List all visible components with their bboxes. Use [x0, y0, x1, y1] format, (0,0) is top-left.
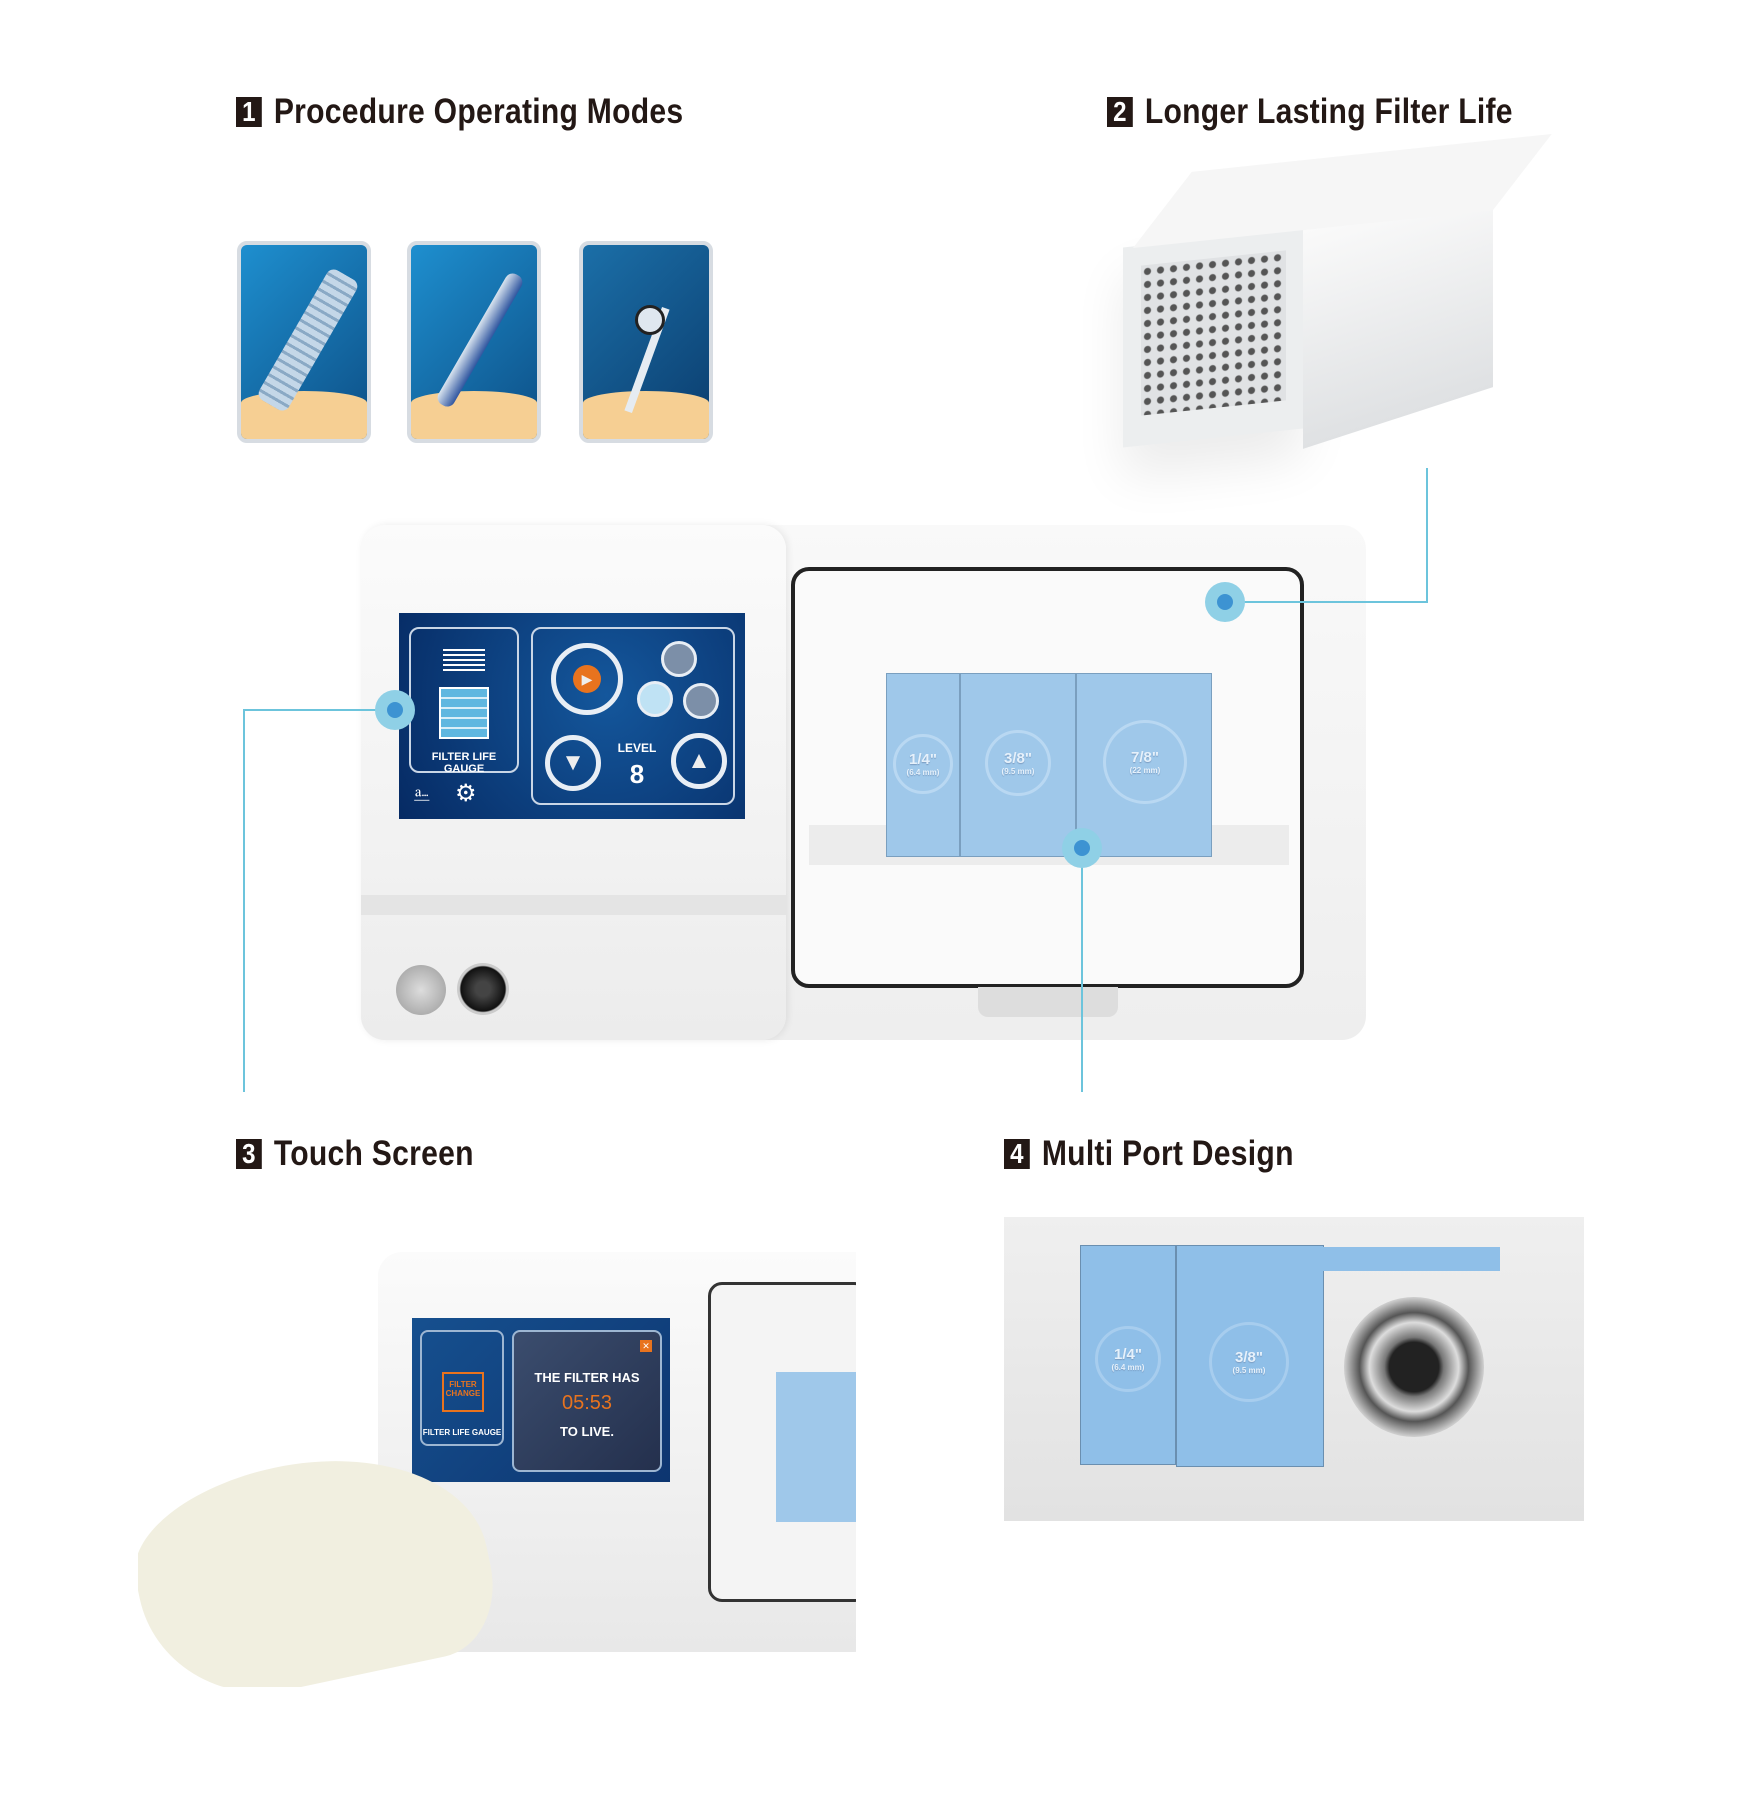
level-label: LEVEL	[617, 741, 657, 755]
foot-pedal-port	[457, 963, 509, 1015]
port-mm: (9.5 mm)	[1001, 767, 1035, 776]
callout-dot-ports	[1062, 828, 1102, 868]
hose-mode-icon	[237, 241, 371, 443]
trocar-mode-icon	[579, 241, 713, 443]
section-number: 4	[1004, 1139, 1030, 1169]
open-port	[1344, 1297, 1484, 1437]
section-title: Touch Screen	[273, 1134, 474, 1173]
section-number: 2	[1107, 97, 1133, 127]
port-size: 1/4"	[909, 751, 937, 768]
callout-line	[1225, 601, 1427, 603]
level-down-button[interactable]: ▼	[545, 735, 601, 791]
section-number: 3	[236, 1139, 262, 1169]
callout-line	[1081, 848, 1083, 1092]
port-three-eighths-inch[interactable]: 3/8"(9.5 mm)	[960, 673, 1076, 857]
filter-gauge-bar	[439, 687, 489, 739]
port-size: 3/8"	[1004, 750, 1032, 767]
port-mm: (22 mm)	[1129, 766, 1161, 775]
touch-screen-display[interactable]: FILTER LIFE GAUGE ⎁ ⚙ ▶ ▼ LEVEL 8 ▲	[399, 613, 745, 819]
port-quarter-inch[interactable]: 1/4"(6.4 mm)	[886, 673, 960, 857]
multi-port-photo: 1/4"(6.4 mm) 3/8"(9.5 mm)	[1004, 1217, 1584, 1521]
callout-dot-touch-screen	[375, 690, 415, 730]
play-icon: ▶	[573, 665, 601, 693]
filter-message-top: THE FILTER HAS	[534, 1370, 640, 1385]
section-title: Procedure Operating Modes	[273, 92, 684, 131]
section-title: Multi Port Design	[1041, 1134, 1294, 1173]
close-icon[interactable]: ✕	[640, 1340, 652, 1352]
level-value: 8	[629, 759, 645, 789]
trocar-mode-button[interactable]	[683, 683, 719, 719]
filter-gauge-label: FILTER LIFE GAUGE	[422, 1428, 502, 1437]
heading-multi-port: 4 Multi Port Design	[1004, 1134, 1294, 1174]
port-size: 7/8"	[1131, 749, 1159, 766]
section-title: Longer Lasting Filter Life	[1144, 92, 1513, 131]
heading-touch-screen: 3 Touch Screen	[236, 1134, 474, 1174]
touch-screen-photo: FILTER CHANGE FILTER LIFE GAUGE ✕ THE FI…	[138, 1232, 856, 1687]
port-size: 3/8"	[1235, 1349, 1263, 1366]
callout-line	[243, 709, 245, 1092]
filter-cartridge-image	[1123, 133, 1552, 449]
filter-change-label: FILTER CHANGE	[442, 1372, 484, 1412]
filter-gauge-label: FILTER LIFE GAUGE	[431, 751, 497, 775]
port-seven-eighths-inch[interactable]: 7/8"(22 mm)	[1076, 673, 1212, 857]
settings-wrench-icon[interactable]: ⚙	[455, 780, 477, 807]
port-mm: (6.4 mm)	[906, 768, 940, 777]
port-size: 1/4"	[1114, 1346, 1142, 1363]
section-number: 1	[236, 97, 262, 127]
filter-time-remaining: 05:53	[561, 1392, 613, 1414]
port-mm: (6.4 mm)	[1111, 1363, 1145, 1372]
callout-dot-filter	[1205, 582, 1245, 622]
pencil-mode-button[interactable]	[637, 681, 673, 717]
pencil-mode-icon	[407, 241, 541, 443]
callout-line	[243, 709, 395, 711]
heading-filter-life: 2 Longer Lasting Filter Life	[1107, 92, 1513, 132]
hose-mode-button[interactable]	[661, 641, 697, 677]
filter-icon	[443, 647, 485, 671]
level-up-button[interactable]: ▲	[671, 733, 727, 789]
port-mm: (9.5 mm)	[1232, 1366, 1266, 1375]
power-button[interactable]	[396, 965, 446, 1015]
foot-pedal-icon[interactable]: ⎁	[413, 781, 431, 806]
filter-message-bottom: TO LIVE.	[560, 1424, 614, 1439]
fan-play-button[interactable]: ▶	[551, 643, 623, 715]
heading-procedure-modes: 1 Procedure Operating Modes	[236, 92, 683, 132]
callout-line	[1426, 468, 1428, 603]
